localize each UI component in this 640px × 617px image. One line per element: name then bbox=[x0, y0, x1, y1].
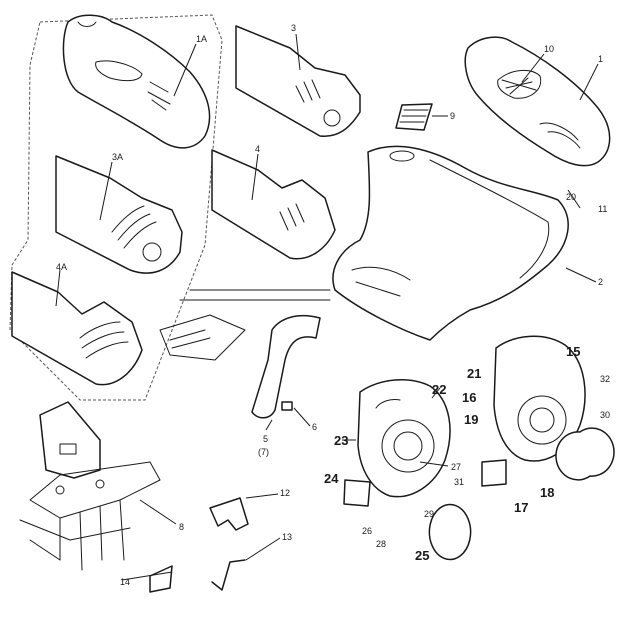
callout-5: 5 bbox=[263, 434, 268, 444]
callout-18: 18 bbox=[540, 485, 554, 500]
callout-32: 32 bbox=[600, 374, 610, 384]
callout-12: 12 bbox=[280, 488, 290, 498]
callout-26: 26 bbox=[362, 526, 372, 536]
left-headlight-assembly bbox=[343, 379, 472, 561]
callout-8: 8 bbox=[179, 522, 184, 532]
callout-17: 17 bbox=[514, 500, 528, 515]
callout-3: 3 bbox=[291, 23, 296, 33]
callout-25: 25 bbox=[415, 548, 429, 563]
callout-6: 6 bbox=[312, 422, 317, 432]
part-13-rod bbox=[211, 559, 246, 591]
callout-4: 4 bbox=[255, 144, 260, 154]
part-5-inner-shield bbox=[251, 314, 321, 419]
callout-31: 31 bbox=[454, 477, 464, 487]
callout-3a: 3A bbox=[112, 152, 123, 162]
part-12-bracket bbox=[209, 497, 249, 531]
part-9-emblem bbox=[395, 103, 433, 131]
callout-4a: 4A bbox=[56, 262, 67, 272]
part-4a-side-panel bbox=[11, 271, 143, 386]
callout-13: 13 bbox=[282, 532, 292, 542]
part-14-pad bbox=[149, 565, 173, 593]
part-3-side-panel bbox=[235, 25, 361, 137]
callout-1a: 1A bbox=[196, 34, 207, 44]
callout-1: 1 bbox=[598, 54, 603, 64]
callout-15: 15 bbox=[566, 344, 580, 359]
callout-11: 11 bbox=[598, 204, 607, 214]
part-1a-side-cover bbox=[62, 14, 211, 149]
callout-9: 9 bbox=[450, 111, 455, 121]
callout-24: 24 bbox=[324, 471, 339, 486]
callout-23: 23 bbox=[334, 433, 348, 448]
callout-10: 10 bbox=[544, 44, 554, 54]
alternative-parts-outline bbox=[9, 14, 223, 401]
callout-29: 29 bbox=[424, 509, 434, 519]
callout-14: 14 bbox=[120, 577, 130, 587]
callout-28: 28 bbox=[376, 539, 386, 549]
part-2-front-fairing bbox=[332, 145, 569, 341]
callout-7: (7) bbox=[258, 447, 269, 457]
floor-panel bbox=[159, 289, 331, 361]
callout-2: 2 bbox=[598, 277, 603, 287]
part-6-clip bbox=[281, 401, 293, 411]
callout-27: 27 bbox=[451, 462, 461, 472]
callout-30: 30 bbox=[600, 410, 610, 420]
callout-21: 21 bbox=[467, 366, 481, 381]
part-3a-side-panel bbox=[55, 155, 183, 274]
callout-22: 22 bbox=[432, 382, 446, 397]
callout-20: 20 bbox=[566, 192, 576, 202]
part-1-side-cover bbox=[464, 36, 611, 167]
callout-leader-lines bbox=[55, 33, 599, 581]
callout-16: 16 bbox=[462, 390, 476, 405]
part-4-side-panel bbox=[211, 149, 336, 260]
callout-19: 19 bbox=[464, 412, 478, 427]
part-8-frame bbox=[19, 401, 161, 571]
right-headlight-assembly bbox=[481, 335, 615, 487]
